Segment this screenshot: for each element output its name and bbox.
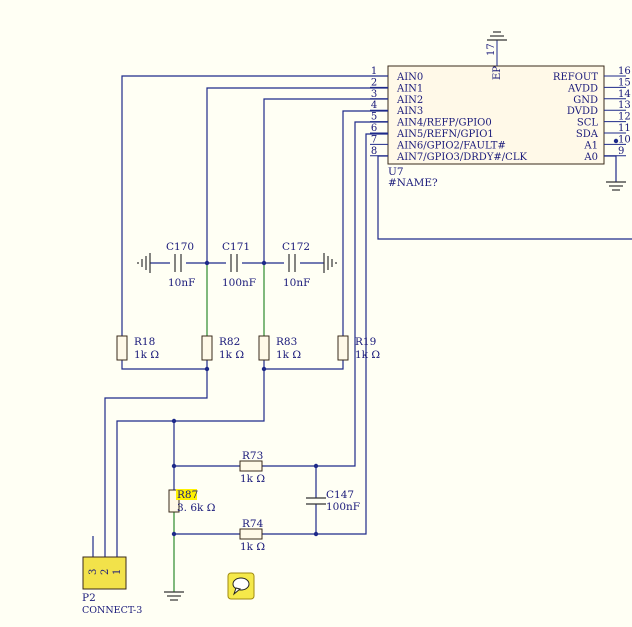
chip-left-pin-number: 5 [371, 112, 377, 123]
chip-name-field: #NAME? [388, 177, 438, 189]
chip-designator: U7 [388, 166, 404, 178]
speech-bubble-icon[interactable] [227, 572, 255, 600]
resistor-r82-value: 1k Ω [219, 349, 244, 361]
capacitor-c171-value: 100nF [222, 277, 256, 289]
connector-pin-3: 3 [88, 569, 99, 575]
resistor-r18[interactable]: R18 1k Ω [116, 335, 159, 361]
resistor-r82[interactable]: R82 1k Ω [201, 335, 244, 361]
resistor-r19[interactable]: R19 1k Ω [337, 335, 380, 361]
resistor-r83-value: 1k Ω [276, 349, 301, 361]
ground-symbol-bottom [164, 591, 184, 601]
chip-right-pin-number: 14 [618, 89, 631, 100]
resistor-r19-designator: R19 [355, 336, 376, 348]
chip-right-pin-number: 11 [618, 123, 631, 134]
ground-symbol-a0 [606, 181, 626, 191]
connector-pin-2: 2 [100, 569, 111, 575]
junctions [171, 138, 619, 537]
net-ain5[interactable] [316, 133, 388, 535]
net-conn-pin2[interactable] [104, 369, 208, 557]
chip-left-pin-number: 1 [371, 66, 377, 77]
capacitor-c172-value: 10nF [283, 277, 310, 289]
chip-right-pin-number: 10 [618, 134, 631, 145]
resistor-r87-designator: R87 [177, 489, 198, 501]
chip-left-pin-number: 2 [371, 77, 377, 88]
resistor-r83[interactable]: R83 1k Ω [258, 335, 301, 361]
capacitor-c147-value: 100nF [326, 501, 360, 513]
chip-right-pin-name: REFOUT [553, 72, 598, 83]
connector-p2[interactable]: 3 2 1 P2 CONNECT-3 [82, 556, 142, 616]
chip-left-pin-name: AIN2 [396, 95, 423, 106]
net-a0[interactable] [604, 155, 617, 182]
chip-left-pin-name: AIN6/GPIO2/FAULT# [396, 140, 506, 151]
ground-symbol-right [323, 253, 337, 273]
chip-left-pin-name: AIN5/REFN/GPIO1 [396, 129, 494, 140]
resistor-r18-value: 1k Ω [134, 349, 159, 361]
chip-left-pin-number: 3 [371, 89, 377, 100]
chip-left-pin-number: 7 [371, 134, 377, 145]
chip-left-pin-name: AIN3 [396, 106, 423, 117]
chip-left-pin-number: 4 [371, 100, 377, 111]
chip-right-pin-number: 12 [618, 112, 631, 123]
chip-left-pin-name: AIN7/GPIO3/DRDY#/CLK [396, 152, 527, 163]
capacitor-c170-value: 10nF [168, 277, 195, 289]
chip-right-pin-number: 9 [618, 146, 624, 157]
chip-right-pin-name: DVDD [567, 106, 598, 117]
capacitor-c147-designator: C147 [326, 489, 354, 501]
capacitor-c170-designator: C170 [166, 241, 194, 253]
capacitor-c147[interactable]: C147 100nF [306, 489, 360, 513]
resistor-r73-designator: R73 [242, 450, 263, 462]
net-ain1[interactable] [206, 87, 388, 262]
resistor-r87[interactable]: R87 3. 6k Ω [168, 489, 216, 514]
capacitor-c172-designator: C172 [282, 241, 310, 253]
connector-pin-1: 1 [112, 569, 123, 575]
chip-right-pin-name: A0 [583, 152, 598, 163]
chip-left-pin-name: AIN0 [396, 72, 423, 83]
net-ain7[interactable] [377, 155, 632, 240]
nets [92, 75, 632, 592]
resistor-r87-highlight [176, 489, 197, 500]
chip-ep-pin-number: 17 [486, 43, 497, 56]
resistor-r82-designator: R82 [219, 336, 240, 348]
capacitor-c171[interactable]: C171 100nF [222, 241, 256, 289]
capacitor-c170[interactable]: C170 10nF [166, 241, 195, 289]
chip-right-pin-name: GND [573, 95, 598, 106]
net-ain0[interactable] [121, 75, 388, 336]
chip-right-pin-name: AVDD [567, 83, 598, 94]
resistor-r73[interactable]: R73 1k Ω [239, 450, 265, 485]
connector-p2-body[interactable] [82, 556, 127, 590]
chip-right-pin-name: SCL [577, 118, 599, 129]
chip-left-pin-number: 8 [371, 146, 377, 157]
chip-right-pin-number: 13 [618, 100, 631, 111]
chip-right-pin-name: SDA [576, 129, 599, 140]
resistor-r19-value: 1k Ω [355, 349, 380, 361]
chip-right-pin-name: A1 [583, 140, 598, 151]
resistor-r74-designator: R74 [242, 518, 264, 530]
resistor-r73-value: 1k Ω [240, 473, 265, 485]
capacitor-c172[interactable]: C172 10nF [282, 241, 310, 289]
chip-left-pin-number: 6 [371, 123, 377, 134]
connector-name: CONNECT-3 [82, 605, 142, 616]
chip-right-pin-number: 15 [618, 77, 631, 88]
net-ain4[interactable] [316, 121, 388, 467]
chip-ep-label: EP [492, 66, 503, 80]
resistor-r83-designator: R83 [276, 336, 297, 348]
resistor-r18-designator: R18 [134, 336, 155, 348]
resistor-r74-value: 1k Ω [240, 541, 265, 553]
capacitor-c171-designator: C171 [222, 241, 250, 253]
chip-left-pin-name: AIN1 [396, 83, 423, 94]
ground-symbol-left [137, 253, 151, 273]
net-ain3[interactable] [342, 110, 388, 336]
connector-designator: P2 [82, 592, 96, 604]
chip-u7-body[interactable] [387, 65, 605, 165]
net-conn-pin1[interactable] [116, 369, 265, 557]
resistor-r74[interactable]: R74 1k Ω [239, 518, 265, 553]
net-ain2[interactable] [263, 98, 388, 262]
chip-right-pin-number: 16 [618, 66, 631, 77]
ground-symbol-top [487, 31, 507, 41]
resistor-r87-value: 3. 6k Ω [177, 502, 216, 514]
chip-left-pin-name: AIN4/REFP/GPIO0 [396, 118, 492, 129]
